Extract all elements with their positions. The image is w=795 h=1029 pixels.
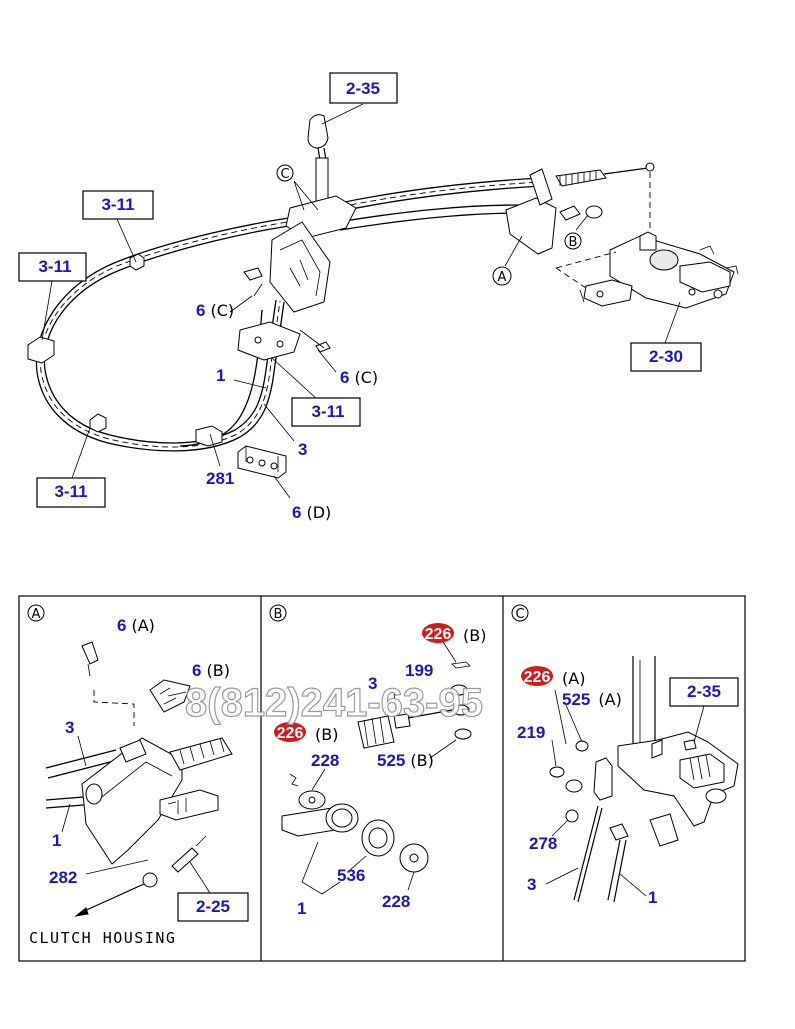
callout-1: 1 [648, 888, 657, 907]
ref-box-3-11-b[interactable]: 3-11 [18, 252, 87, 282]
callout-3: 3 [368, 674, 377, 693]
ref-box-2-35-top[interactable]: 2-35 [329, 72, 398, 104]
callout-6c-upper: 6(C) [196, 301, 234, 320]
ref-box-label: 3-11 [311, 402, 344, 421]
callout-199: 199 [405, 661, 433, 680]
ref-box-label: 2-30 [649, 347, 683, 366]
svg-text:C: C [280, 167, 289, 182]
callout-1: 1 [216, 366, 225, 385]
callout-1: 1 [52, 831, 61, 850]
callout-3: 3 [527, 875, 536, 894]
marker-a: A [492, 266, 512, 286]
ref-box-label: 3-11 [101, 195, 134, 214]
callout-3: 3 [65, 718, 74, 737]
cable-end-bracket [505, 162, 655, 255]
callout-536: 536 [337, 866, 365, 885]
callout-6d: 6(D) [292, 503, 331, 522]
detail-panel-a: A 6(A) 6(B) [27, 604, 249, 947]
ref-box-label: 3-11 [38, 257, 71, 276]
callout-228-lower: 228 [382, 892, 410, 911]
ref-box-3-11-d[interactable]: 3-11 [36, 477, 106, 508]
ref-box-label: 2-25 [196, 897, 230, 916]
ref-box-label: 2-35 [687, 682, 721, 701]
main-leaders [41, 103, 681, 499]
svg-text:(B): (B) [463, 626, 486, 645]
detail-panel-c: C 226 (A) [511, 604, 739, 907]
callout-3: 3 [298, 440, 307, 459]
svg-text:A: A [32, 607, 41, 622]
svg-text:A: A [498, 270, 507, 285]
ref-box-2-25[interactable]: 2-25 [177, 892, 249, 922]
callout-1: 1 [297, 899, 306, 918]
callout-282: 282 [49, 868, 77, 887]
ref-box-label: 2-35 [346, 79, 380, 98]
marker-c: C [276, 164, 294, 182]
svg-text:226: 226 [524, 669, 551, 686]
detail-panel-b: B 226 (B) [269, 604, 486, 918]
callout-525: 525(A) [562, 690, 622, 709]
cable-clips [27, 253, 223, 447]
badge-226-c: 226 (A) [521, 666, 585, 688]
svg-text:C: C [515, 607, 524, 622]
svg-text:(B): (B) [315, 725, 338, 744]
panel-c-header: C [511, 604, 529, 622]
svg-text:226: 226 [277, 725, 304, 742]
ref-box-3-11-c[interactable]: 3-11 [291, 397, 361, 427]
svg-text:226: 226 [425, 626, 452, 643]
badge-226-left: 226 (B) [274, 722, 338, 744]
phone-watermark: 8(812)241-63-95 [185, 681, 483, 725]
ref-box-2-35-detail[interactable]: 2-35 [669, 677, 739, 707]
ref-box-label: 3-11 [54, 482, 87, 501]
ref-box-2-30[interactable]: 2-30 [630, 342, 702, 372]
callout-6c-lower: 6(C) [340, 368, 378, 387]
svg-text:B: B [274, 607, 283, 622]
clutch-housing-label: CLUTCH HOUSING [29, 929, 176, 947]
callout-281: 281 [206, 469, 234, 488]
svg-text:B: B [569, 235, 578, 250]
ref-box-3-11-a[interactable]: 3-11 [82, 190, 154, 220]
part-6d-block [237, 445, 287, 479]
callout-6b: 6(B) [192, 661, 230, 680]
shift-lever-bracket [237, 114, 357, 361]
panel-b-header: B [269, 604, 287, 622]
callout-219: 219 [517, 723, 545, 742]
callout-525: 525(B) [377, 751, 434, 770]
badge-226-top: 226 (B) [422, 623, 486, 645]
shift-cable-loop [35, 177, 543, 452]
main-assembly: 2-35 3-11 3-11 3-11 3-11 2-30 6(C) 6(C) … [18, 72, 739, 522]
callout-6a: 6(A) [117, 616, 155, 635]
callout-278: 278 [529, 834, 557, 853]
marker-b: B [564, 232, 582, 250]
detail-panels-frame [18, 595, 746, 962]
svg-text:(A): (A) [562, 669, 585, 688]
callout-228-upper: 228 [311, 751, 339, 770]
panel-a-header: A [27, 604, 45, 622]
transmission-shift-tower [555, 231, 739, 309]
